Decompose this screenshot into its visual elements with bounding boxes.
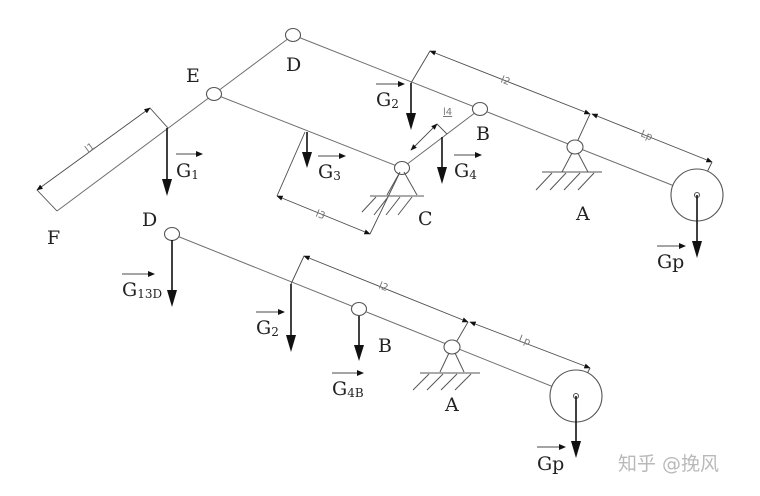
joint-B: [471, 101, 489, 117]
svg-text:G4B: G4B: [332, 378, 364, 400]
svg-text:G1: G1: [176, 160, 199, 182]
label-force-gp: Gp: [657, 243, 686, 273]
label-point-D-bottom: D: [142, 209, 157, 231]
force-arrow-g2-bottom: [286, 284, 296, 352]
label-force-g2: G2: [376, 81, 405, 111]
ground-support-C: [361, 171, 424, 216]
svg-text:G13D: G13D: [122, 279, 162, 301]
member-C-B: [401, 108, 481, 169]
joint-C: [393, 160, 411, 176]
force-arrow-g3: [302, 132, 312, 168]
member-E-D: [213, 34, 294, 95]
label-point-B-bottom: B: [378, 335, 392, 357]
member-D-A-P-bottom: [171, 233, 577, 397]
joint-E: [205, 86, 223, 102]
dimension-l4: l4: [410, 107, 452, 151]
force-arrow-g4b: [354, 316, 364, 361]
member-D-A-P: [292, 34, 698, 196]
svg-text:G3: G3: [318, 161, 341, 183]
label-point-E: E: [186, 65, 200, 87]
label-force-gp-bottom: Gp: [537, 444, 566, 475]
label-point-F: F: [47, 227, 60, 249]
joint-D: [284, 27, 302, 43]
dimension-l1: l1: [36, 107, 169, 212]
label-lp-bottom: Lp: [517, 334, 532, 349]
svg-text:Gp: Gp: [537, 453, 564, 475]
svg-text:Gp: Gp: [657, 251, 684, 273]
force-arrow-gp-bottom: [571, 396, 581, 458]
label-l2: l2: [499, 75, 512, 89]
member-F-E: [56, 93, 215, 212]
force-arrow-g4: [437, 137, 447, 184]
force-arrow-g13d: [167, 240, 177, 307]
label-force-g2-bottom: G2: [256, 309, 285, 339]
force-arrow-g2: [406, 83, 416, 130]
label-force-g1: G1: [176, 151, 203, 182]
label-point-D: D: [286, 54, 301, 76]
force-arrow-g1: [162, 128, 172, 196]
dimension-l2-bottom: l2: [290, 255, 469, 347]
joint-D-bottom: [163, 226, 181, 242]
label-point-A: A: [575, 203, 590, 225]
label-point-C: C: [418, 208, 433, 230]
svg-text:G2: G2: [256, 317, 279, 339]
label-point-B: B: [476, 123, 490, 145]
label-l4: l4: [443, 107, 452, 118]
joint-A-bottom: [443, 339, 461, 355]
ground-support-A-bottom: [412, 352, 480, 391]
svg-text:G2: G2: [376, 89, 399, 111]
label-point-A-bottom: A: [444, 394, 459, 416]
label-lp: Lp: [639, 129, 654, 144]
label-l3: l3: [314, 209, 327, 223]
watermark: 知乎 @挽风: [618, 453, 719, 475]
svg-text:G4: G4: [454, 160, 477, 182]
label-force-g3: G3: [318, 153, 346, 183]
member-E-C: [213, 93, 403, 169]
joint-A: [566, 139, 584, 155]
ground-support-A: [535, 152, 602, 191]
label-force-g4: G4: [454, 152, 482, 182]
bottom-mechanism: l2 Lp: [122, 209, 603, 475]
dimension-l2: l2: [410, 50, 591, 141]
force-arrow-gp: [692, 195, 702, 258]
label-force-g4b: G4B: [332, 370, 364, 400]
joint-B-bottom: [350, 301, 368, 317]
label-force-g13d: G13D: [122, 271, 162, 301]
top-mechanism: l1 l2 Lp l4 l3: [36, 27, 724, 273]
dimension-l3: l3: [276, 131, 403, 235]
label-l1: l1: [83, 141, 97, 155]
label-l2-bottom: l2: [377, 281, 390, 295]
